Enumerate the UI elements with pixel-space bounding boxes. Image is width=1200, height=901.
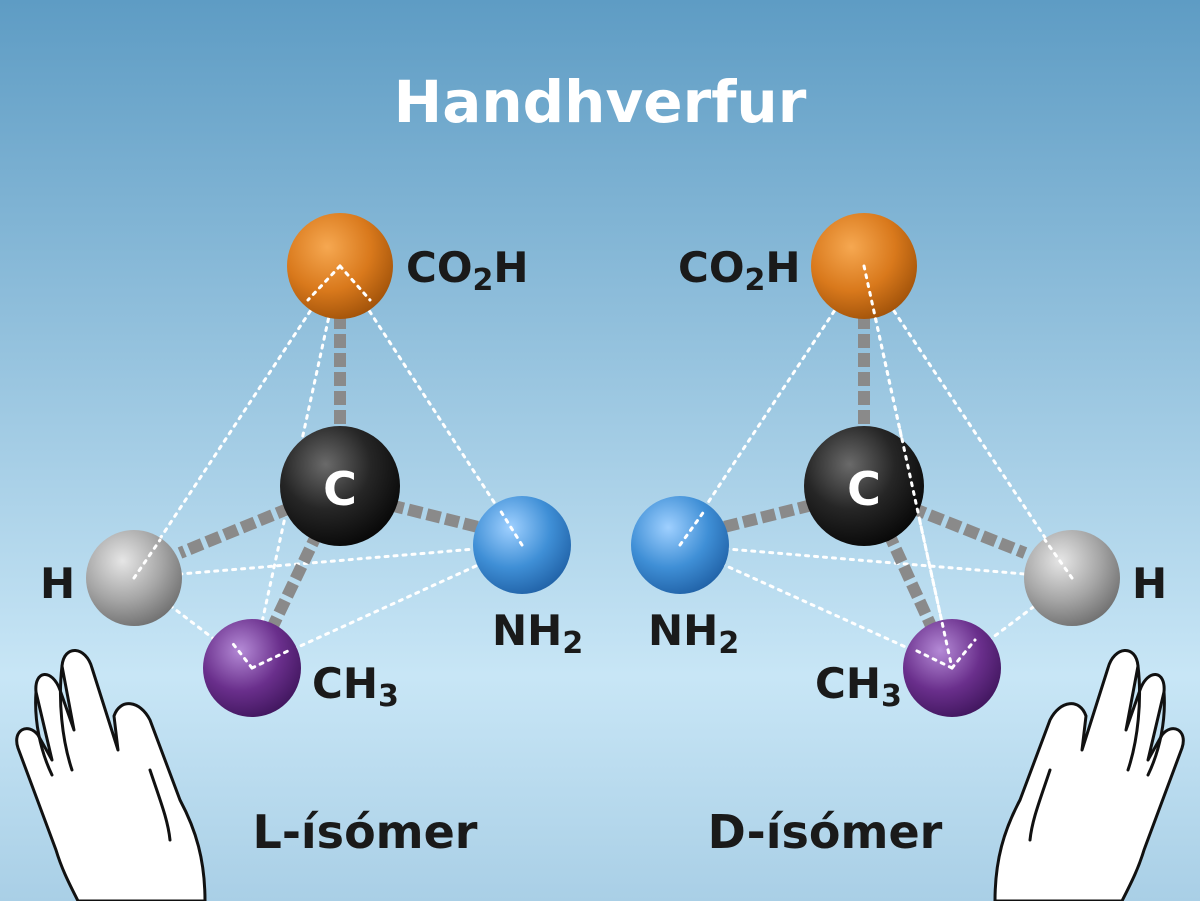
d-carbon-label: C xyxy=(847,462,881,516)
l-carbon-label: C xyxy=(323,462,357,516)
left-hand-icon xyxy=(15,649,207,901)
d-ch3-label: CH3 xyxy=(815,659,902,714)
l-carbon-atom xyxy=(280,426,400,546)
l-nh2-label: NH2 xyxy=(492,606,583,661)
l-bonds xyxy=(177,315,480,631)
d-isomer-molecule: C CO2H NH2 H CH3 xyxy=(631,213,1167,717)
d-bonds xyxy=(722,315,1028,631)
l-isomer-molecule: C CO2H H NH2 CH3 xyxy=(40,213,583,717)
l-h-label: H xyxy=(40,559,75,608)
l-front-edges xyxy=(132,264,524,670)
right-hand-icon xyxy=(993,649,1185,901)
page-title: Handhverfur xyxy=(394,68,807,136)
d-co2h-label: CO2H xyxy=(678,243,801,298)
d-front-edges xyxy=(678,264,1074,670)
d-h-label: H xyxy=(1132,559,1167,608)
d-isomer-label: D-ísómer xyxy=(708,805,943,859)
l-isomer-label: L-ísómer xyxy=(253,805,478,859)
d-carbon-atom xyxy=(804,426,924,546)
d-nh2-label: NH2 xyxy=(648,606,739,661)
l-co2h-label: CO2H xyxy=(406,243,529,298)
l-ch3-label: CH3 xyxy=(312,659,399,714)
